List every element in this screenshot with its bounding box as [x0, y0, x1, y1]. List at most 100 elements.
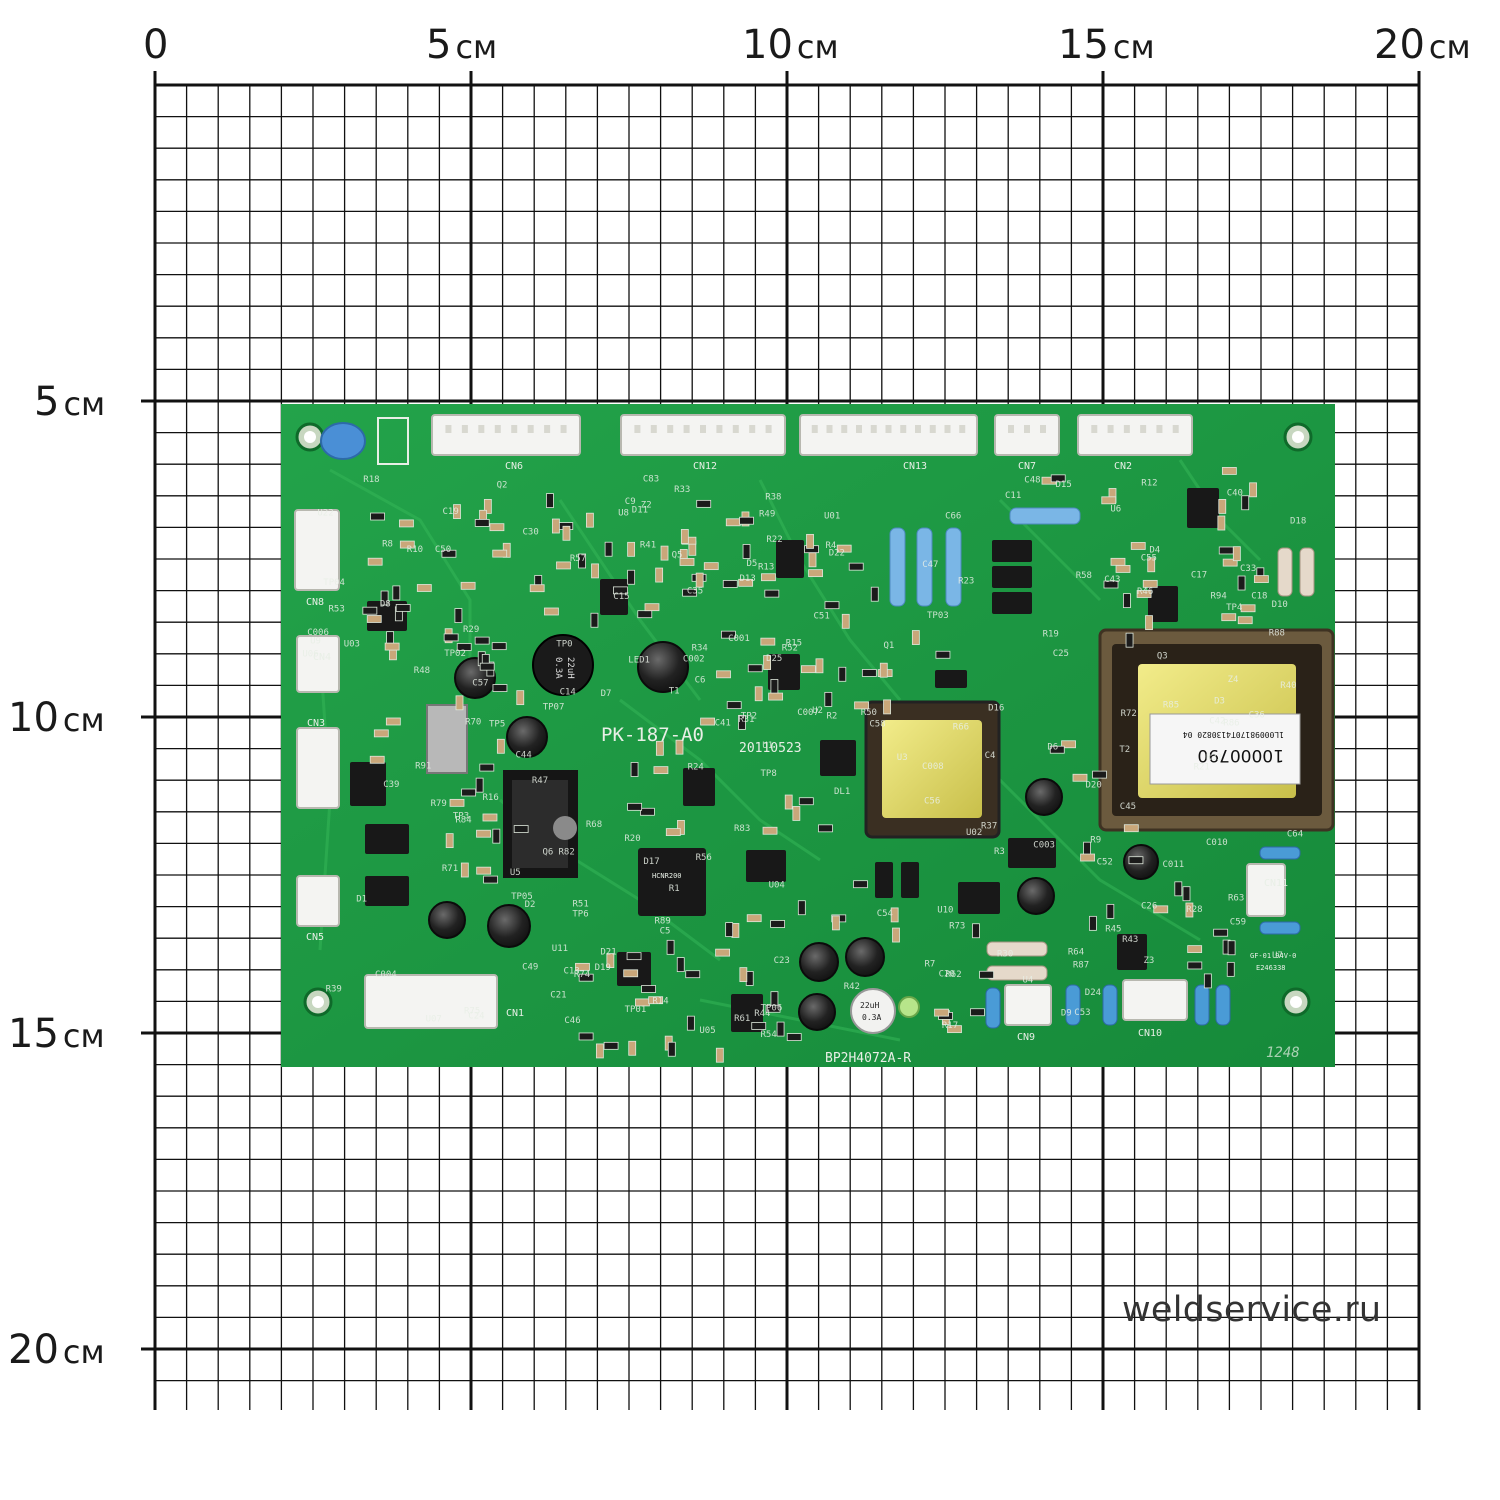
component-ref-label: C66: [945, 512, 961, 522]
transformer-label: 10000790: [1197, 745, 1284, 765]
component-ref-label: R2: [827, 712, 838, 722]
component-ref-label: U10: [937, 905, 953, 915]
smd-component: [392, 585, 401, 601]
component-ref-label: C13: [564, 967, 580, 977]
smd-component: [751, 1022, 767, 1030]
smd-component: [1145, 615, 1153, 631]
smd-component: [1241, 495, 1250, 511]
smd-component: [1187, 961, 1203, 970]
smd-component: [848, 562, 864, 571]
connector-label: CN3: [307, 718, 325, 729]
connector-pin: [1040, 425, 1046, 433]
connector-cn5: [296, 875, 340, 927]
smd-component: [1187, 945, 1203, 954]
smd-component: [551, 518, 560, 534]
component-ref-label: Q3: [1157, 652, 1168, 662]
component-ref-label: TP02: [444, 649, 466, 659]
component-ref-label: U3: [897, 753, 908, 763]
component-ref-label: R64: [1068, 948, 1084, 958]
component-ref-label: R21: [1194, 763, 1210, 773]
component-ref-label: R18: [363, 475, 379, 485]
component-ref-label: R50: [861, 708, 877, 718]
connector-pin: [826, 425, 833, 433]
transformer-t2: [1098, 628, 1335, 832]
component-ref-label: R38: [765, 493, 781, 503]
connector-cn9: [1004, 984, 1052, 1026]
component-ref-label: TP06: [761, 1004, 783, 1014]
connector-label: CN7: [1018, 461, 1036, 472]
smd-component: [824, 691, 833, 707]
smd-component: [482, 813, 498, 822]
smd-component: [489, 523, 505, 532]
smd-component: [449, 798, 465, 807]
smd-component: [746, 914, 762, 923]
component-ref-label: D3: [1214, 696, 1225, 706]
component-ref-label: U01: [824, 512, 840, 522]
component-ref-label: R49: [759, 510, 775, 520]
smd-component: [1232, 546, 1241, 562]
smd-component: [682, 588, 698, 597]
component-ref-label: C35: [687, 586, 703, 596]
smd-component: [979, 970, 994, 979]
component-ref-label: D11: [632, 506, 648, 516]
top-connectors: [431, 414, 1193, 456]
connector-pin: [1107, 425, 1114, 433]
component-ref-label: R43: [1122, 935, 1138, 945]
component-ref-label: C5: [660, 926, 671, 936]
smd-component: [626, 952, 642, 961]
smd-component: [760, 637, 776, 646]
board-date-code: 20110523: [739, 741, 802, 756]
smd-component: [653, 766, 669, 775]
smd-component: [1123, 593, 1131, 609]
smd-component: [700, 717, 715, 726]
connector-pin: [700, 425, 706, 433]
component-ref-label: C44: [516, 751, 532, 761]
component-ref-label: D5: [747, 559, 758, 569]
smd-component: [483, 498, 492, 514]
smd-component: [1049, 745, 1065, 754]
connector-label: CN4: [313, 652, 331, 663]
component-ref-label: C40: [1227, 489, 1243, 499]
smd-component: [726, 701, 742, 710]
component-ref-label: C11: [1005, 491, 1021, 501]
smd-component: [399, 540, 415, 549]
component-ref-label: U9: [310, 637, 321, 647]
smd-component: [562, 525, 571, 541]
smd-component: [792, 806, 801, 821]
component-ref-label: R9: [1090, 836, 1101, 846]
c59-footprint: [377, 417, 409, 465]
connector-cn13: [799, 414, 978, 456]
smd-component: [667, 1041, 676, 1057]
connector-label: CN10: [1138, 1028, 1162, 1039]
connector-pin: [445, 425, 452, 433]
connector-label: CN5: [306, 932, 324, 943]
smd-component: [1203, 973, 1212, 989]
connector-pin: [560, 425, 567, 433]
component-ref-label: C42: [1209, 717, 1225, 727]
smd-component: [666, 939, 675, 955]
smd-component: [640, 807, 655, 816]
connector-pin: [527, 425, 534, 433]
smd-component: [454, 608, 463, 623]
component-ref-label: U04: [769, 880, 785, 890]
ruler-x-label: 0: [143, 22, 168, 68]
component-ref-label: R66: [953, 722, 969, 732]
component-ref-label: C45: [1120, 802, 1136, 812]
smd-component: [644, 603, 660, 612]
component-ref-label: R71: [442, 864, 458, 874]
side-connectors: [294, 509, 1286, 1029]
smd-component: [883, 699, 891, 715]
smd-component: [715, 948, 730, 957]
connector-label: CN8: [306, 597, 324, 608]
component-ref-label: D19: [595, 963, 611, 973]
component-ref-label: R1: [669, 884, 680, 894]
connector-label: CN12: [693, 461, 717, 472]
connector-pin: [900, 425, 907, 433]
component-ref-label: D13: [740, 574, 756, 584]
component-ref-label: T1: [669, 687, 680, 697]
component-ref-label: TP0: [556, 640, 572, 650]
smd-component: [623, 969, 639, 978]
